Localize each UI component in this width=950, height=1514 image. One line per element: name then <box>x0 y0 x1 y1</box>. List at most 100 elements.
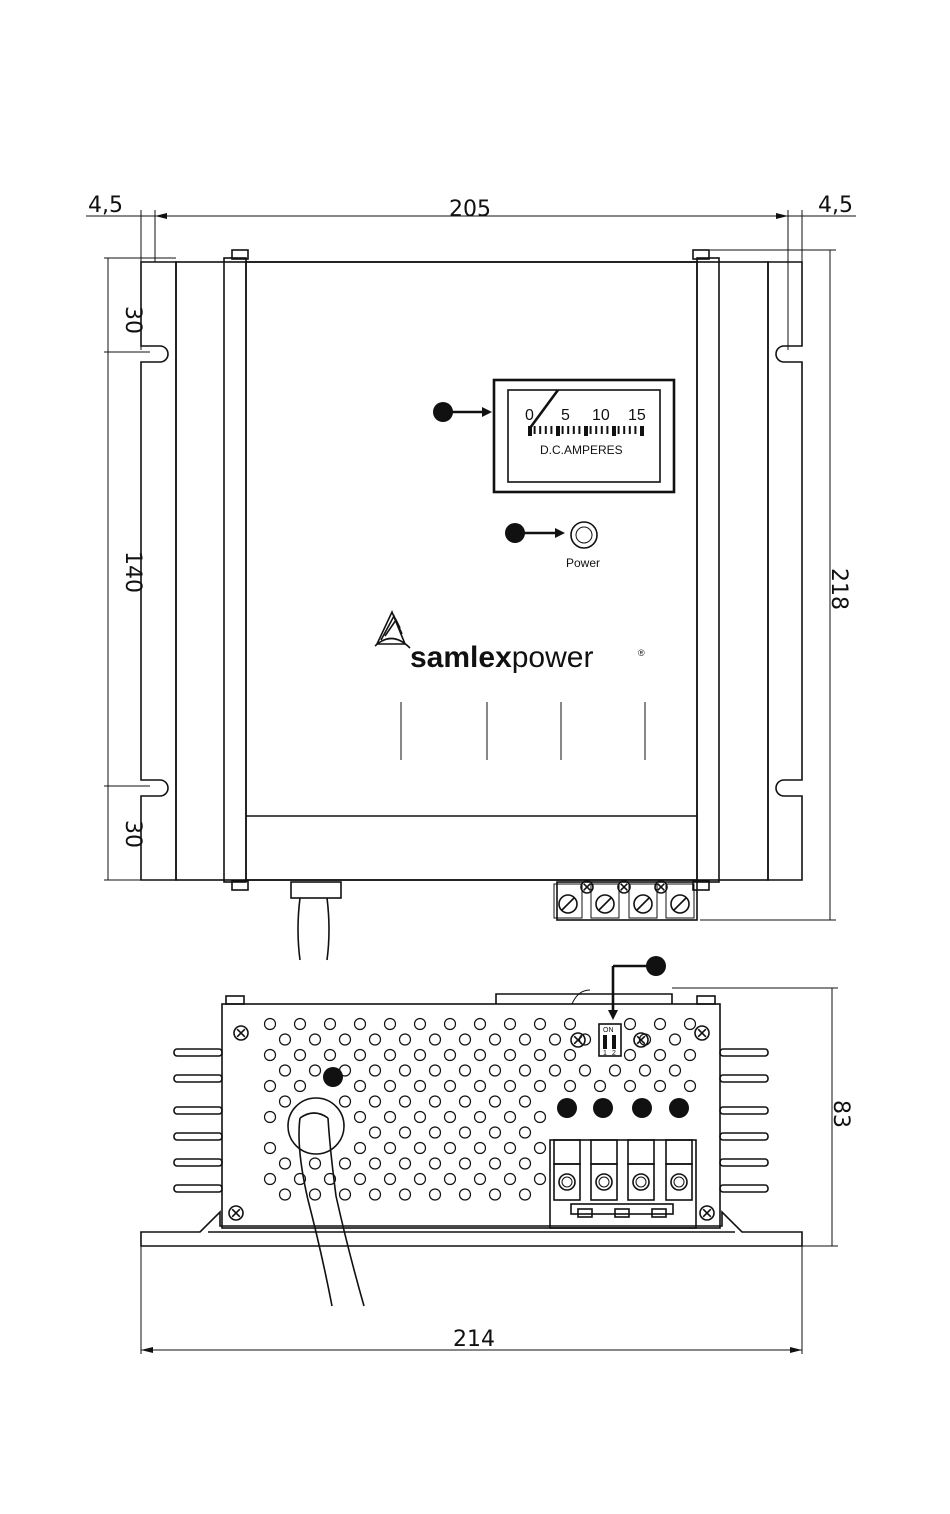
vent-hole <box>520 1034 531 1045</box>
vent-hole <box>415 1143 426 1154</box>
vent-hole <box>265 1050 276 1061</box>
side-view: 83 214 ON 1 <box>141 988 853 1354</box>
top-dimension: 4,5 205 4,5 <box>86 193 856 350</box>
meter-needle <box>530 390 558 428</box>
terminal-top <box>666 1140 692 1164</box>
vent-hole <box>445 1050 456 1061</box>
vent-hole <box>535 1174 546 1185</box>
meter-tick <box>556 426 560 436</box>
meter-scale-15: 15 <box>628 407 646 424</box>
vent-hole <box>535 1050 546 1061</box>
screw-icon <box>634 895 652 913</box>
vent-hole <box>505 1112 516 1123</box>
vent-hole <box>460 1158 471 1169</box>
vent-hole <box>580 1065 591 1076</box>
terminal-body <box>554 1164 580 1200</box>
dip-pos-1: 1 <box>603 1050 607 1057</box>
vent-hole <box>445 1174 456 1185</box>
vent-hole <box>655 1081 666 1092</box>
vent-hole <box>400 1127 411 1138</box>
vent-hole <box>670 1065 681 1076</box>
vent-hole <box>265 1081 276 1092</box>
screw-icon <box>671 895 689 913</box>
vent-hole <box>430 1065 441 1076</box>
terminal-screw <box>633 1174 649 1190</box>
svg-text:samlexpower: samlexpower <box>410 641 593 674</box>
front-panel <box>246 262 697 880</box>
vent-hole <box>340 1096 351 1107</box>
fin-left <box>174 1159 222 1166</box>
vent-hole <box>625 1081 636 1092</box>
vent-hole <box>340 1189 351 1200</box>
vent-hole <box>325 1019 336 1030</box>
top-view: 4,5 205 4,5 30 140 30 218 <box>86 193 856 960</box>
meter-tick <box>573 426 575 434</box>
vent-hole <box>445 1143 456 1154</box>
vent-hole <box>655 1019 666 1030</box>
vent-hole <box>520 1189 531 1200</box>
dim-bottom-width: 214 <box>453 1327 495 1352</box>
vent-hole <box>310 1065 321 1076</box>
vent-hole <box>685 1050 696 1061</box>
vent-hole <box>370 1189 381 1200</box>
meter-tick <box>562 426 564 434</box>
left-flange <box>141 262 176 880</box>
screw-icon <box>229 1206 243 1220</box>
fin-right <box>720 1075 768 1082</box>
vent-hole <box>295 1050 306 1061</box>
fin-left <box>174 1075 222 1082</box>
meter-tick <box>618 426 620 434</box>
dim-right-height: 218 <box>826 568 851 610</box>
left-rail <box>224 258 246 882</box>
vent-hole <box>295 1081 306 1092</box>
meter-tick <box>578 426 580 434</box>
vent-hole <box>280 1034 291 1045</box>
dip-pos-2: 2 <box>612 1050 616 1057</box>
vent-hole <box>370 1158 381 1169</box>
vent-hole <box>505 1019 516 1030</box>
ammeter: 0 5 10 15 D.C.AMPERES <box>494 380 674 492</box>
vent-hole <box>265 1143 276 1154</box>
meter-ticks <box>528 426 644 436</box>
dim-top-width: 205 <box>449 197 491 222</box>
bottom-dimension: 214 <box>141 1240 802 1354</box>
vent-hole <box>490 1065 501 1076</box>
meter-unit-label: D.C.AMPERES <box>540 443 623 457</box>
vent-hole <box>430 1189 441 1200</box>
dim-top-right: 4,5 <box>818 193 853 218</box>
meter-scale-5: 5 <box>561 407 570 424</box>
vent-hole <box>565 1050 576 1061</box>
meter-tick <box>550 426 552 434</box>
vent-hole <box>340 1158 351 1169</box>
meter-tick <box>590 426 592 434</box>
vent-hole <box>280 1096 291 1107</box>
callout-dot-icon <box>593 1098 613 1118</box>
vent-hole <box>565 1019 576 1030</box>
vent-hole <box>400 1158 411 1169</box>
vent-hole <box>460 1096 471 1107</box>
ac-cable <box>288 1098 364 1306</box>
meter-tick <box>640 426 644 436</box>
terminal-top <box>591 1140 617 1164</box>
vent-hole <box>370 1034 381 1045</box>
vent-hole <box>355 1081 366 1092</box>
meter-tick <box>584 426 588 436</box>
callout-dot-icon <box>632 1098 652 1118</box>
vent-hole <box>490 1127 501 1138</box>
vent-hole <box>460 1034 471 1045</box>
terminal-body <box>628 1164 654 1200</box>
vent-hole <box>415 1174 426 1185</box>
vent-hole <box>475 1143 486 1154</box>
vent-hole <box>415 1112 426 1123</box>
vent-hole <box>355 1019 366 1030</box>
vent-hole <box>490 1158 501 1169</box>
terminal-screw <box>671 1174 687 1190</box>
screw-icon <box>559 895 577 913</box>
meter-tick <box>567 426 569 434</box>
vent-hole <box>505 1143 516 1154</box>
vent-hole <box>295 1019 306 1030</box>
vent-hole <box>400 1065 411 1076</box>
terminal-screw <box>559 1174 575 1190</box>
meter-tick <box>606 426 608 434</box>
terminal-clip <box>578 1209 592 1217</box>
